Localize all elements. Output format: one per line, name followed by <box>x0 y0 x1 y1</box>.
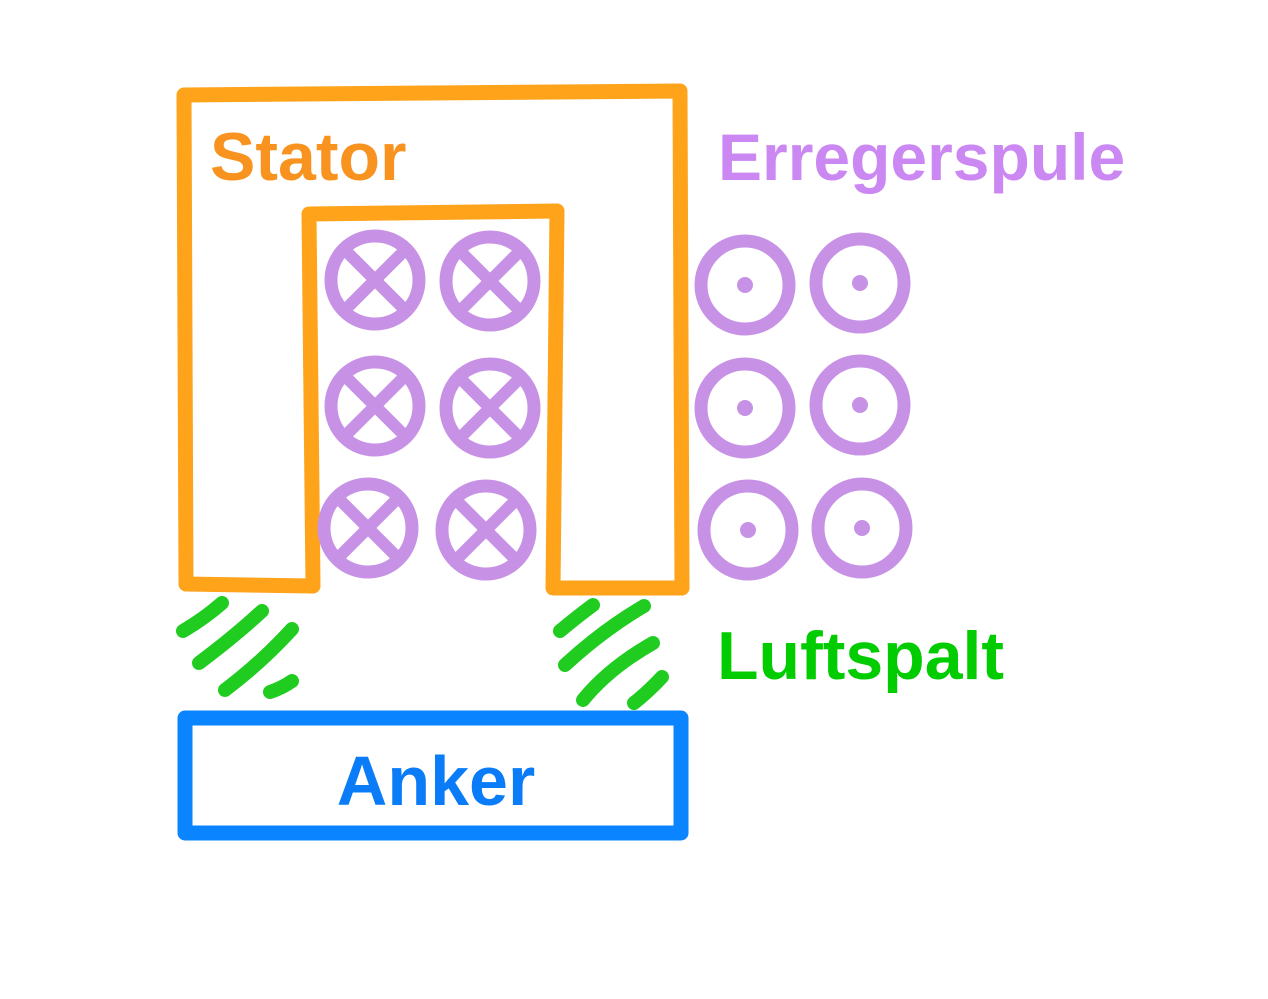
coil-conductor-out-of-page <box>697 479 799 581</box>
coil-conductor-into-page <box>324 229 426 331</box>
coil-conductor-out-of-page <box>809 354 911 456</box>
coil-conductor-out-of-page <box>811 477 913 579</box>
coil-conductors-into-page <box>317 229 541 581</box>
coil-conductor-into-page <box>439 230 541 332</box>
air-gap-left-hatching <box>176 596 299 699</box>
stator-label: Stator <box>210 119 406 195</box>
coil-conductor-into-page <box>439 357 541 459</box>
coil-conductor-out-of-page <box>694 234 796 336</box>
armature-label: Anker <box>337 742 535 820</box>
coil-conductor-out-of-page <box>809 232 911 334</box>
coil-conductor-into-page <box>317 477 419 579</box>
armature-bar <box>177 710 689 841</box>
coil-conductors-out-of-page <box>694 232 913 581</box>
coil-label: Erregerspule <box>718 120 1125 194</box>
coil-conductor-out-of-page <box>694 357 796 459</box>
coil-conductor-into-page <box>324 355 426 457</box>
air-gap-label: Luftspalt <box>717 618 1004 694</box>
coil-conductor-into-page <box>435 479 537 581</box>
stator-core <box>176 83 690 596</box>
air-gap-right-hatching <box>553 598 669 710</box>
